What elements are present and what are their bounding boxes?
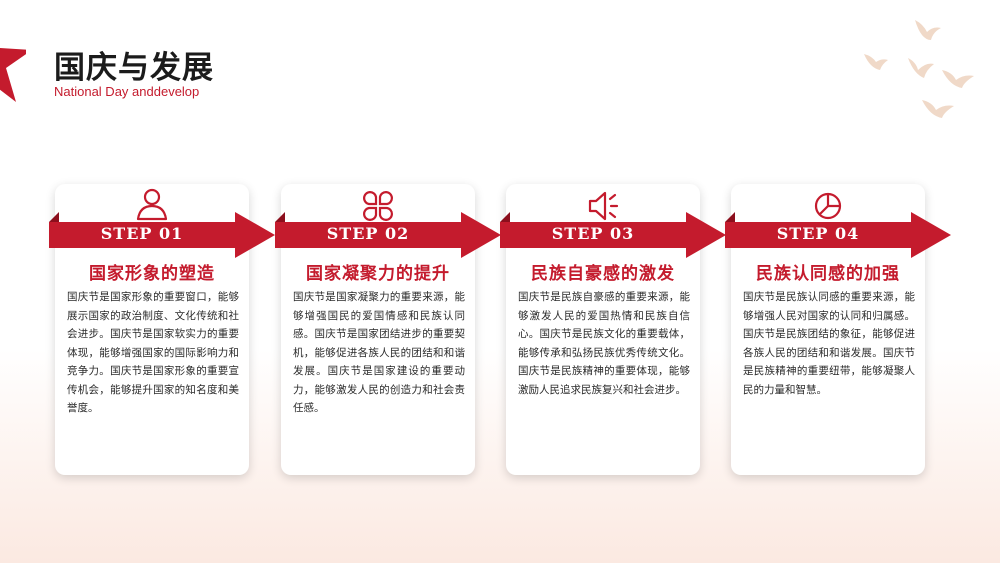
step-description: 国庆节是民族认同感的重要来源，能够增强人民对国家的认同和归属感。国庆节是民族团结… (743, 291, 915, 396)
step-description: 国庆节是国家形象的重要窗口，能够展示国家的政治制度、文化传统和社会进步。国庆节是… (67, 291, 239, 414)
step-heading: 民族自豪感的激发 (531, 264, 675, 284)
step-ribbon-4: STEP 04 (725, 212, 951, 258)
step-heading: 民族认同感的加强 (756, 264, 900, 284)
clover-icon (363, 191, 393, 221)
step-label: STEP 01 (100, 224, 184, 243)
step-description: 国庆节是民族自豪感的重要来源，能够激发人民的爱国热情和民族自信心。国庆节是民族文… (518, 291, 690, 396)
doves-decoration-icon (864, 20, 974, 118)
step-label: STEP 02 (326, 224, 410, 243)
page-title: 国庆与发展 (54, 50, 214, 86)
step-heading: 国家凝聚力的提升 (306, 264, 450, 284)
pie-chart-icon (814, 192, 842, 220)
step-description: 国庆节是国家凝聚力的重要来源，能够增强国民的爱国情感和民族认同感。国庆节是国家团… (293, 291, 465, 414)
step-ribbon-1: STEP 01 (49, 212, 275, 258)
step-heading: 国家形象的塑造 (89, 264, 215, 284)
speaker-icon (588, 191, 619, 221)
step-ribbon-3: STEP 03 (500, 212, 726, 258)
step-label: STEP 04 (776, 224, 860, 243)
step-ribbon-2: STEP 02 (275, 212, 501, 258)
step-label: STEP 03 (551, 224, 635, 243)
user-icon (136, 188, 168, 221)
page-subtitle: National Day anddevelop (54, 84, 200, 99)
star-icon (0, 48, 26, 102)
